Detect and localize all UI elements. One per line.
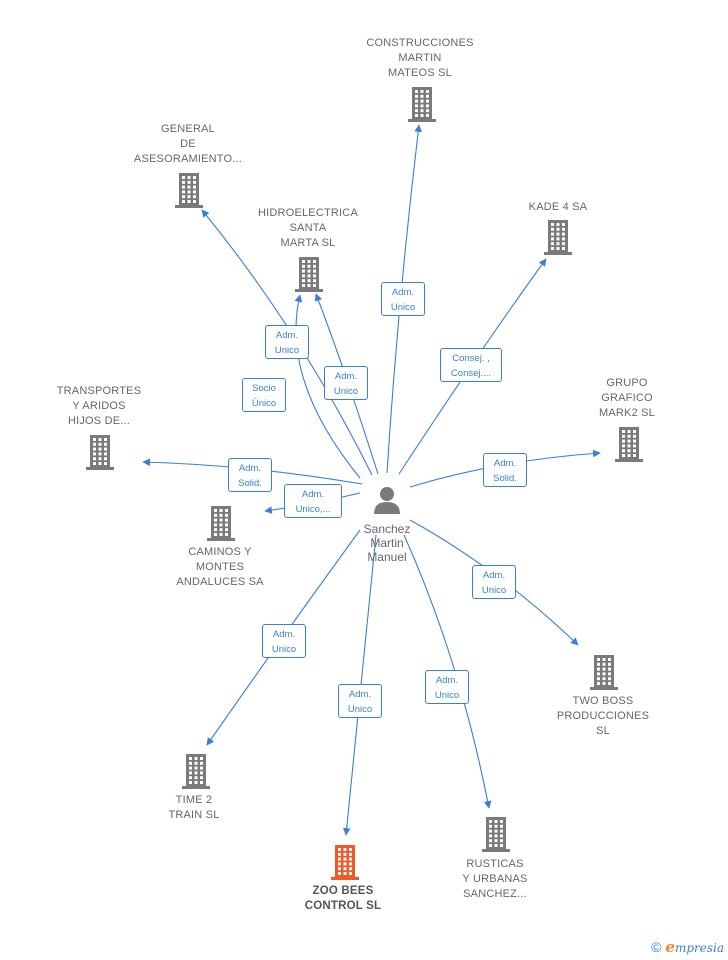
building-icon[interactable] <box>182 753 210 794</box>
company-label-line: Y ARIDOS <box>72 400 126 412</box>
company-label-line: MONTES <box>195 561 245 573</box>
company-label-line: TRANSPORTES <box>56 385 142 397</box>
role-badge-line: Único <box>251 398 277 409</box>
company-label-line: GRUPO <box>606 377 648 389</box>
company-label-line: MARK2 SL <box>598 407 655 419</box>
role-badge: Adm. Unico,... <box>284 484 342 518</box>
role-badge-line: Adm. <box>238 463 262 474</box>
company-label-construcciones[interactable]: CONSTRUCCIONES MARTIN MATEOS SL <box>345 36 495 81</box>
company-label-general[interactable]: GENERAL DE ASESORAMIENTO... <box>113 122 263 167</box>
role-badge-line: Adm. <box>275 330 299 341</box>
company-label-twoboss[interactable]: TWO BOSS PRODUCCIONES SL <box>528 694 678 739</box>
edge-arrow <box>403 534 492 809</box>
role-badge: Adm. Unico <box>265 325 309 359</box>
brand-logo: empresia <box>665 938 724 956</box>
company-label-line: TIME 2 <box>175 794 213 806</box>
company-label-kade[interactable]: KADE 4 SA <box>483 200 633 215</box>
role-badge-line: Adm. <box>348 689 372 700</box>
building-icon[interactable] <box>207 505 235 546</box>
building-icon[interactable] <box>590 654 618 695</box>
company-label-line: RUSTICAS <box>466 858 524 870</box>
building-icon[interactable] <box>295 256 323 297</box>
person-name-line: Martin <box>370 536 404 550</box>
role-badge-line: Adm. <box>391 287 415 298</box>
role-badge-line: Adm. <box>482 570 506 581</box>
person-name-line: Sanchez <box>363 522 411 536</box>
company-label-rusticas[interactable]: RUSTICAS Y URBANAS SANCHEZ... <box>420 857 570 902</box>
copyright-symbol: © <box>651 939 662 955</box>
role-badge-line: Unico,... <box>295 504 331 515</box>
role-badge-line: Unico <box>333 386 359 397</box>
role-badge: Adm. Unico <box>381 282 425 316</box>
building-icon[interactable] <box>331 844 359 885</box>
company-label-zoobees[interactable]: ZOO BEES CONTROL SL <box>268 884 418 914</box>
person-name-line: Manuel <box>367 550 407 564</box>
role-badge-line: Consej. , <box>452 353 490 364</box>
role-badge-line: Consej.... <box>450 368 492 379</box>
footer-brand: © empresia <box>651 938 724 956</box>
role-badge: Adm. Solid. <box>483 453 527 487</box>
role-badge-line: Adm. <box>435 675 459 686</box>
role-badge-line: Adm. <box>493 458 517 469</box>
company-label-line: MARTA SL <box>280 237 336 249</box>
role-badge-line: Unico <box>271 644 297 655</box>
company-label-line: TWO BOSS <box>572 695 634 707</box>
company-label-caminos[interactable]: CAMINOS Y MONTES ANDALUCES SA <box>145 545 295 590</box>
company-label-time2[interactable]: TIME 2 TRAIN SL <box>119 793 269 823</box>
company-label-line: MARTIN <box>398 52 442 64</box>
role-badge: Adm. Unico <box>262 624 306 658</box>
role-badge: Adm. Unico <box>324 366 368 400</box>
edge-arrow <box>294 294 361 479</box>
building-icon[interactable] <box>86 434 114 475</box>
role-badge-line: Socio <box>252 383 276 394</box>
role-badge: Consej. , Consej.... <box>440 348 502 382</box>
company-label-line: DE <box>180 138 196 150</box>
company-label-line: ANDALUCES SA <box>176 576 264 588</box>
role-badge-line: Unico <box>434 690 460 701</box>
company-label-line: ZOO BEES <box>312 885 374 897</box>
company-label-line: KADE 4 SA <box>528 201 588 213</box>
building-icon[interactable] <box>544 219 572 260</box>
role-badge-line: Unico <box>274 345 300 356</box>
building-icon[interactable] <box>175 172 203 213</box>
company-label-line: SANCHEZ... <box>463 888 527 900</box>
role-badge: Adm. Solid. <box>228 458 272 492</box>
role-badge: Adm. Unico <box>425 670 469 704</box>
role-badge-line: Adm. <box>334 371 358 382</box>
company-label-line: CONSTRUCCIONES <box>366 37 474 49</box>
building-icon[interactable] <box>408 86 436 127</box>
role-badge-line: Unico <box>481 585 507 596</box>
company-label-grupo[interactable]: GRUPO GRAFICO MARK2 SL <box>552 376 702 421</box>
company-label-line: Y URBANAS <box>462 873 528 885</box>
company-label-line: CONTROL SL <box>304 900 382 912</box>
role-badge-line: Unico <box>347 704 373 715</box>
company-label-hidroelectrica[interactable]: HIDROELECTRICA SANTA MARTA SL <box>233 206 383 251</box>
building-icon[interactable] <box>482 816 510 857</box>
company-label-line: MATEOS SL <box>388 67 452 79</box>
company-label-line: SANTA <box>289 222 327 234</box>
role-badge-line: Unico <box>390 302 416 313</box>
company-label-line: SL <box>596 725 610 737</box>
company-label-line: TRAIN SL <box>168 809 220 821</box>
building-icon[interactable] <box>615 426 643 467</box>
role-badge-line: Solid. <box>493 473 517 484</box>
company-label-line: ASESORAMIENTO... <box>133 153 243 165</box>
company-label-line: PRODUCCIONES <box>556 710 650 722</box>
role-badge-line: Solid. <box>238 478 262 489</box>
role-badge: Adm. Unico <box>338 684 382 718</box>
company-label-line: CAMINOS Y <box>188 546 252 558</box>
role-badge-line: Adm. <box>272 629 296 640</box>
company-label-line: HIJOS DE... <box>67 415 131 427</box>
company-label-line: GENERAL <box>161 123 215 135</box>
company-label-line: GRAFICO <box>601 392 653 404</box>
role-badge-line: Adm. <box>301 489 325 500</box>
company-label-transportes[interactable]: TRANSPORTES Y ARIDOS HIJOS DE... <box>24 384 174 429</box>
role-badge: Adm. Unico <box>472 565 516 599</box>
person-icon[interactable] <box>372 485 402 520</box>
company-label-line: HIDROELECTRICA <box>258 207 358 219</box>
